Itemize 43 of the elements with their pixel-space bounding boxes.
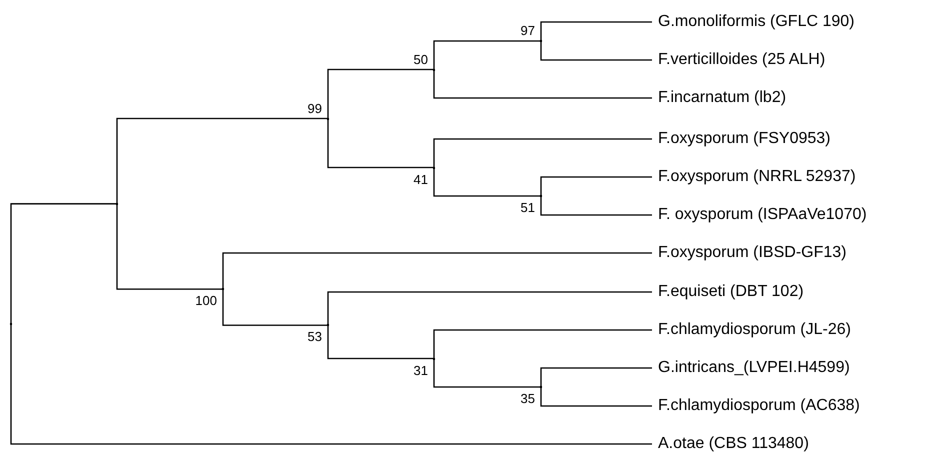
tree-branch: [433, 138, 652, 168]
tree-branch: [540, 176, 652, 196]
taxon-label: F.chlamydiosporum (AC638): [652, 396, 860, 416]
tree-branch: [433, 358, 541, 388]
tree-branch: [327, 325, 434, 360]
taxon-label: F.verticilloides (25 ALH): [652, 50, 826, 70]
tree-branch: [327, 291, 652, 326]
tree-branch: [540, 196, 652, 216]
bootstrap-value: 53: [308, 329, 322, 344]
taxon-label: A.otae (CBS 113480): [652, 434, 809, 453]
taxon-label: F.incarnatum (lb2): [652, 88, 786, 108]
taxon-label: F.chlamydiosporum (JL-26): [652, 320, 851, 340]
bootstrap-value: 99: [308, 100, 322, 116]
tree-branch: [540, 21, 652, 41]
tree-branch: [433, 40, 541, 70]
tree-branch: [540, 41, 652, 61]
bootstrap-value: 97: [520, 23, 535, 38]
tree-branch: [540, 367, 652, 387]
tree-branch: [116, 204, 223, 290]
taxon-label: G.intricans_(LVPEI.H4599): [652, 358, 850, 378]
bootstrap-value: 41: [414, 172, 428, 186]
tree-branch: [327, 68, 434, 118]
taxon-label: G.monoliformis (GFLC 190): [652, 12, 854, 32]
tree-branch: [433, 168, 541, 197]
bootstrap-value: 31: [414, 362, 428, 378]
taxon-label: F.oxysporum (NRRL 52937): [652, 167, 856, 187]
bootstrap-value: 50: [414, 52, 428, 66]
tree-branch: [10, 203, 117, 324]
taxon-label: F.oxysporum (IBSD-GF13): [652, 243, 846, 263]
taxon-label: F. oxysporum (ISPAaVe1070): [652, 205, 867, 225]
taxon-label: F.oxysporum (FSY0953): [652, 129, 831, 149]
tree-branch: [222, 289, 328, 326]
bootstrap-value: 100: [195, 293, 217, 308]
tree-branch: [327, 118, 434, 168]
tree-branch: [433, 329, 652, 358]
tree-branch: [222, 252, 652, 290]
tree-branch: [433, 70, 652, 99]
tree-branch: [116, 118, 328, 204]
tree-branch: [10, 324, 652, 445]
bootstrap-value: 35: [520, 391, 535, 406]
tree-branch: [540, 387, 652, 407]
taxon-label: F.equiseti (DBT 102): [652, 282, 804, 302]
bootstrap-value: 51: [520, 200, 535, 215]
